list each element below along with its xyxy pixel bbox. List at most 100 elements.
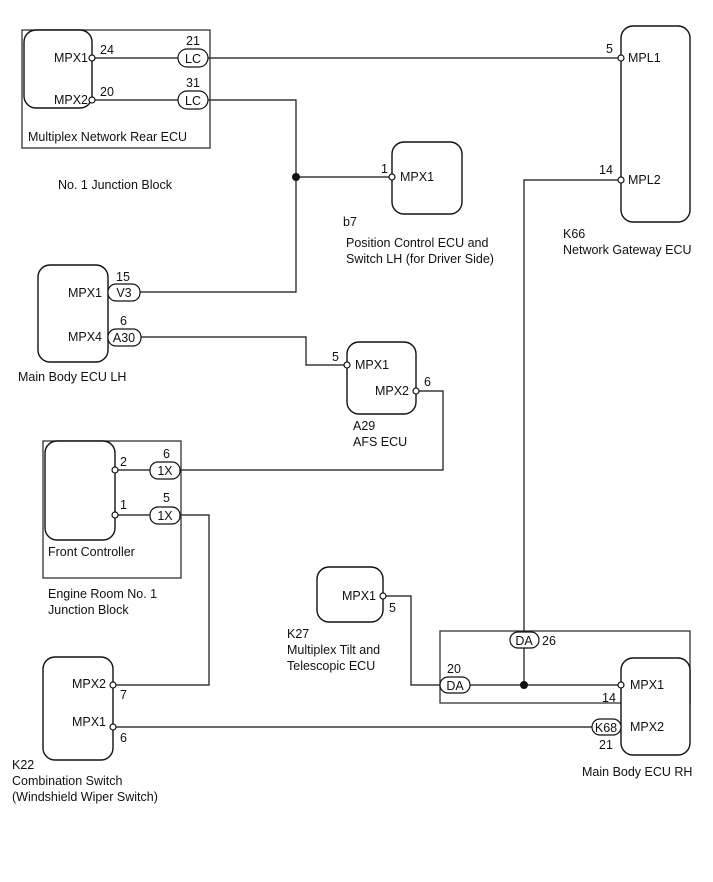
connector-label: 1X — [157, 509, 173, 523]
pin-number: 5 — [606, 42, 613, 56]
pin-terminal — [88, 54, 96, 62]
connector — [107, 283, 141, 302]
connector — [149, 506, 181, 525]
combination-switch — [42, 656, 114, 761]
front-controller — [44, 440, 116, 541]
pin-terminal — [88, 96, 96, 104]
afs-ecu — [346, 341, 417, 415]
pin-terminal — [412, 387, 420, 395]
component-name: Front Controller — [48, 545, 135, 559]
pin-label: MPX4 — [68, 330, 102, 344]
pin-number: 31 — [186, 76, 200, 90]
pin-number: 5 — [389, 601, 396, 615]
connector-label: LC — [185, 52, 201, 66]
wire-afs-to-front — [180, 390, 444, 471]
component-name: Telescopic ECU — [287, 659, 375, 673]
connector-label: V3 — [116, 286, 131, 300]
pin-number: 6 — [120, 731, 127, 745]
connector — [177, 90, 209, 110]
wire-lc31-bus — [140, 99, 297, 293]
block-name: Engine Room No. 1 — [48, 587, 157, 601]
wire-a30-to-afs — [141, 336, 347, 366]
wire-mpl2-to-da26 — [523, 179, 621, 632]
pin-terminal — [111, 511, 119, 519]
splice-dot — [520, 681, 528, 689]
component-name: Multiplex Tilt and — [287, 643, 380, 657]
pin-label: MPL2 — [628, 173, 661, 187]
pin-number: 14 — [599, 163, 613, 177]
wire-1x-to-combo — [113, 514, 210, 686]
pin-terminal — [111, 466, 119, 474]
component-code: A29 — [353, 419, 375, 433]
connector — [591, 718, 622, 736]
network-gateway-ecu — [620, 25, 691, 223]
pin-number: 7 — [120, 688, 127, 702]
pin-terminal — [388, 173, 396, 181]
junction-block-1 — [21, 29, 211, 149]
connector-label: 1X — [157, 464, 173, 478]
connector-label: K68 — [595, 721, 617, 735]
component-code: K27 — [287, 627, 309, 641]
pin-number: 5 — [163, 491, 170, 505]
main-body-ecu-rh — [620, 657, 691, 756]
component-name: Main Body ECU RH — [582, 765, 692, 779]
engine-room-junction-block — [42, 440, 182, 579]
pin-terminal — [379, 592, 387, 600]
pin-number: 20 — [100, 85, 114, 99]
component-name: AFS ECU — [353, 435, 407, 449]
pin-number: 24 — [100, 43, 114, 57]
pin-terminal — [617, 54, 625, 62]
connector-label: DA — [515, 634, 533, 648]
pin-number: 14 — [602, 691, 616, 705]
connector — [509, 631, 540, 649]
pin-terminal — [617, 176, 625, 184]
pin-label: MPX1 — [400, 170, 434, 184]
pin-label: MPX1 — [54, 51, 88, 65]
pin-terminal — [343, 361, 351, 369]
pin-label: MPX2 — [54, 93, 88, 107]
block-name: No. 1 Junction Block — [58, 178, 173, 192]
connector-label: A30 — [113, 331, 135, 345]
pin-number: 5 — [332, 350, 339, 364]
connector-label: DA — [446, 679, 464, 693]
main-body-ecu-lh — [37, 264, 109, 363]
pin-number: 15 — [116, 270, 130, 284]
pin-label: MPL1 — [628, 51, 661, 65]
component-name: Position Control ECU and — [346, 236, 488, 250]
connector — [107, 328, 142, 347]
pin-number: 20 — [447, 662, 461, 676]
pin-number: 6 — [163, 447, 170, 461]
splice-dot — [292, 173, 300, 181]
pin-label: MPX1 — [355, 358, 389, 372]
pin-terminal — [109, 723, 117, 731]
rear-ecu — [23, 29, 93, 109]
pin-label: MPX1 — [630, 678, 664, 692]
component-code: K22 — [12, 758, 34, 772]
pin-number: 6 — [120, 314, 127, 328]
component-name: Network Gateway ECU — [563, 243, 692, 257]
component-name: Combination Switch — [12, 774, 123, 788]
block-name: Junction Block — [48, 603, 129, 617]
pin-number: 1 — [120, 498, 127, 512]
connector — [177, 48, 209, 68]
pin-label: MPX1 — [342, 589, 376, 603]
pin-number: 26 — [542, 634, 556, 648]
wire-tilt-to-da20 — [383, 595, 440, 686]
pin-terminal — [617, 681, 625, 689]
pin-number: 1 — [381, 162, 388, 176]
component-code: b7 — [343, 215, 357, 229]
connector-label: LC — [185, 94, 201, 108]
component-name: Main Body ECU LH — [18, 370, 126, 384]
component-code: K66 — [563, 227, 585, 241]
pin-number: 21 — [186, 34, 200, 48]
pin-label: MPX1 — [72, 715, 106, 729]
pin-number: 6 — [424, 375, 431, 389]
pin-label: MPX1 — [68, 286, 102, 300]
wires — [92, 57, 621, 728]
connector — [149, 461, 181, 480]
pin-number: 2 — [120, 455, 127, 469]
pin-label: MPX2 — [72, 677, 106, 691]
component-name: Multiplex Network Rear ECU — [28, 130, 187, 144]
pin-label: MPX2 — [375, 384, 409, 398]
